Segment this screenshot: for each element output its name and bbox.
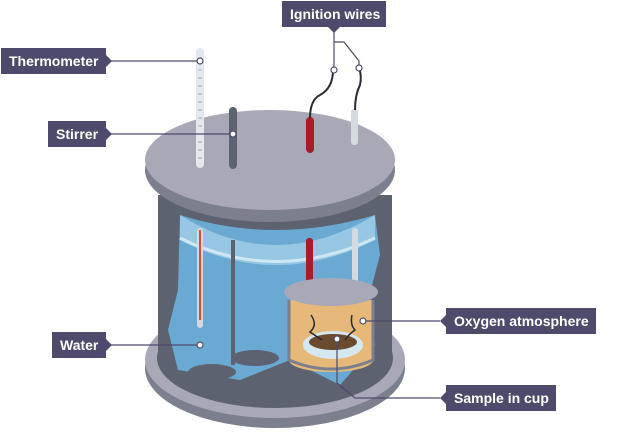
ignition-electrode-white [351,109,358,145]
thermometer-mercury [199,230,201,320]
cup-wire-left [308,314,323,341]
stirrer-rod-top [229,107,237,169]
ignition-wire-red [309,69,334,119]
leader-dots [196,57,367,349]
water-surface [180,215,375,265]
label-stirrer: Stirrer [48,121,112,147]
stirrer-paddle-left [188,364,236,380]
inner-chamber-lid [284,278,378,306]
dot-ignition-red [330,66,338,74]
cup-wire-right [344,314,357,341]
label-water: Water [52,332,112,358]
dot-stirrer [229,130,237,138]
ignition-rod-white-submerged [352,228,358,288]
label-ignition-wires: Ignition wires [282,1,386,33]
ignition-electrode-red [306,117,314,153]
label-sample-in-cup: Sample in cup [440,385,556,411]
leader-sample [336,339,440,399]
water-rim-highlight [179,236,376,263]
leader-ignition-wires-branch [334,41,360,68]
dot-sample [333,335,341,343]
dot-ignition-white [355,64,363,72]
stirrer-paddle-right [231,350,279,366]
inner-chamber-wall [287,300,375,371]
label-thermometer: Thermometer [1,48,112,74]
lid-top [145,110,395,210]
stirrer-rod [231,240,235,365]
ignition-rod-red-submerged [306,238,313,293]
leader-lines [110,28,440,399]
ignition-wire-white [354,67,362,111]
sample [309,334,357,350]
dot-thermometer [196,57,204,65]
label-oxygen-atmosphere: Oxygen atmosphere [440,308,596,334]
dot-water [196,341,204,349]
dot-oxygen [359,317,367,325]
